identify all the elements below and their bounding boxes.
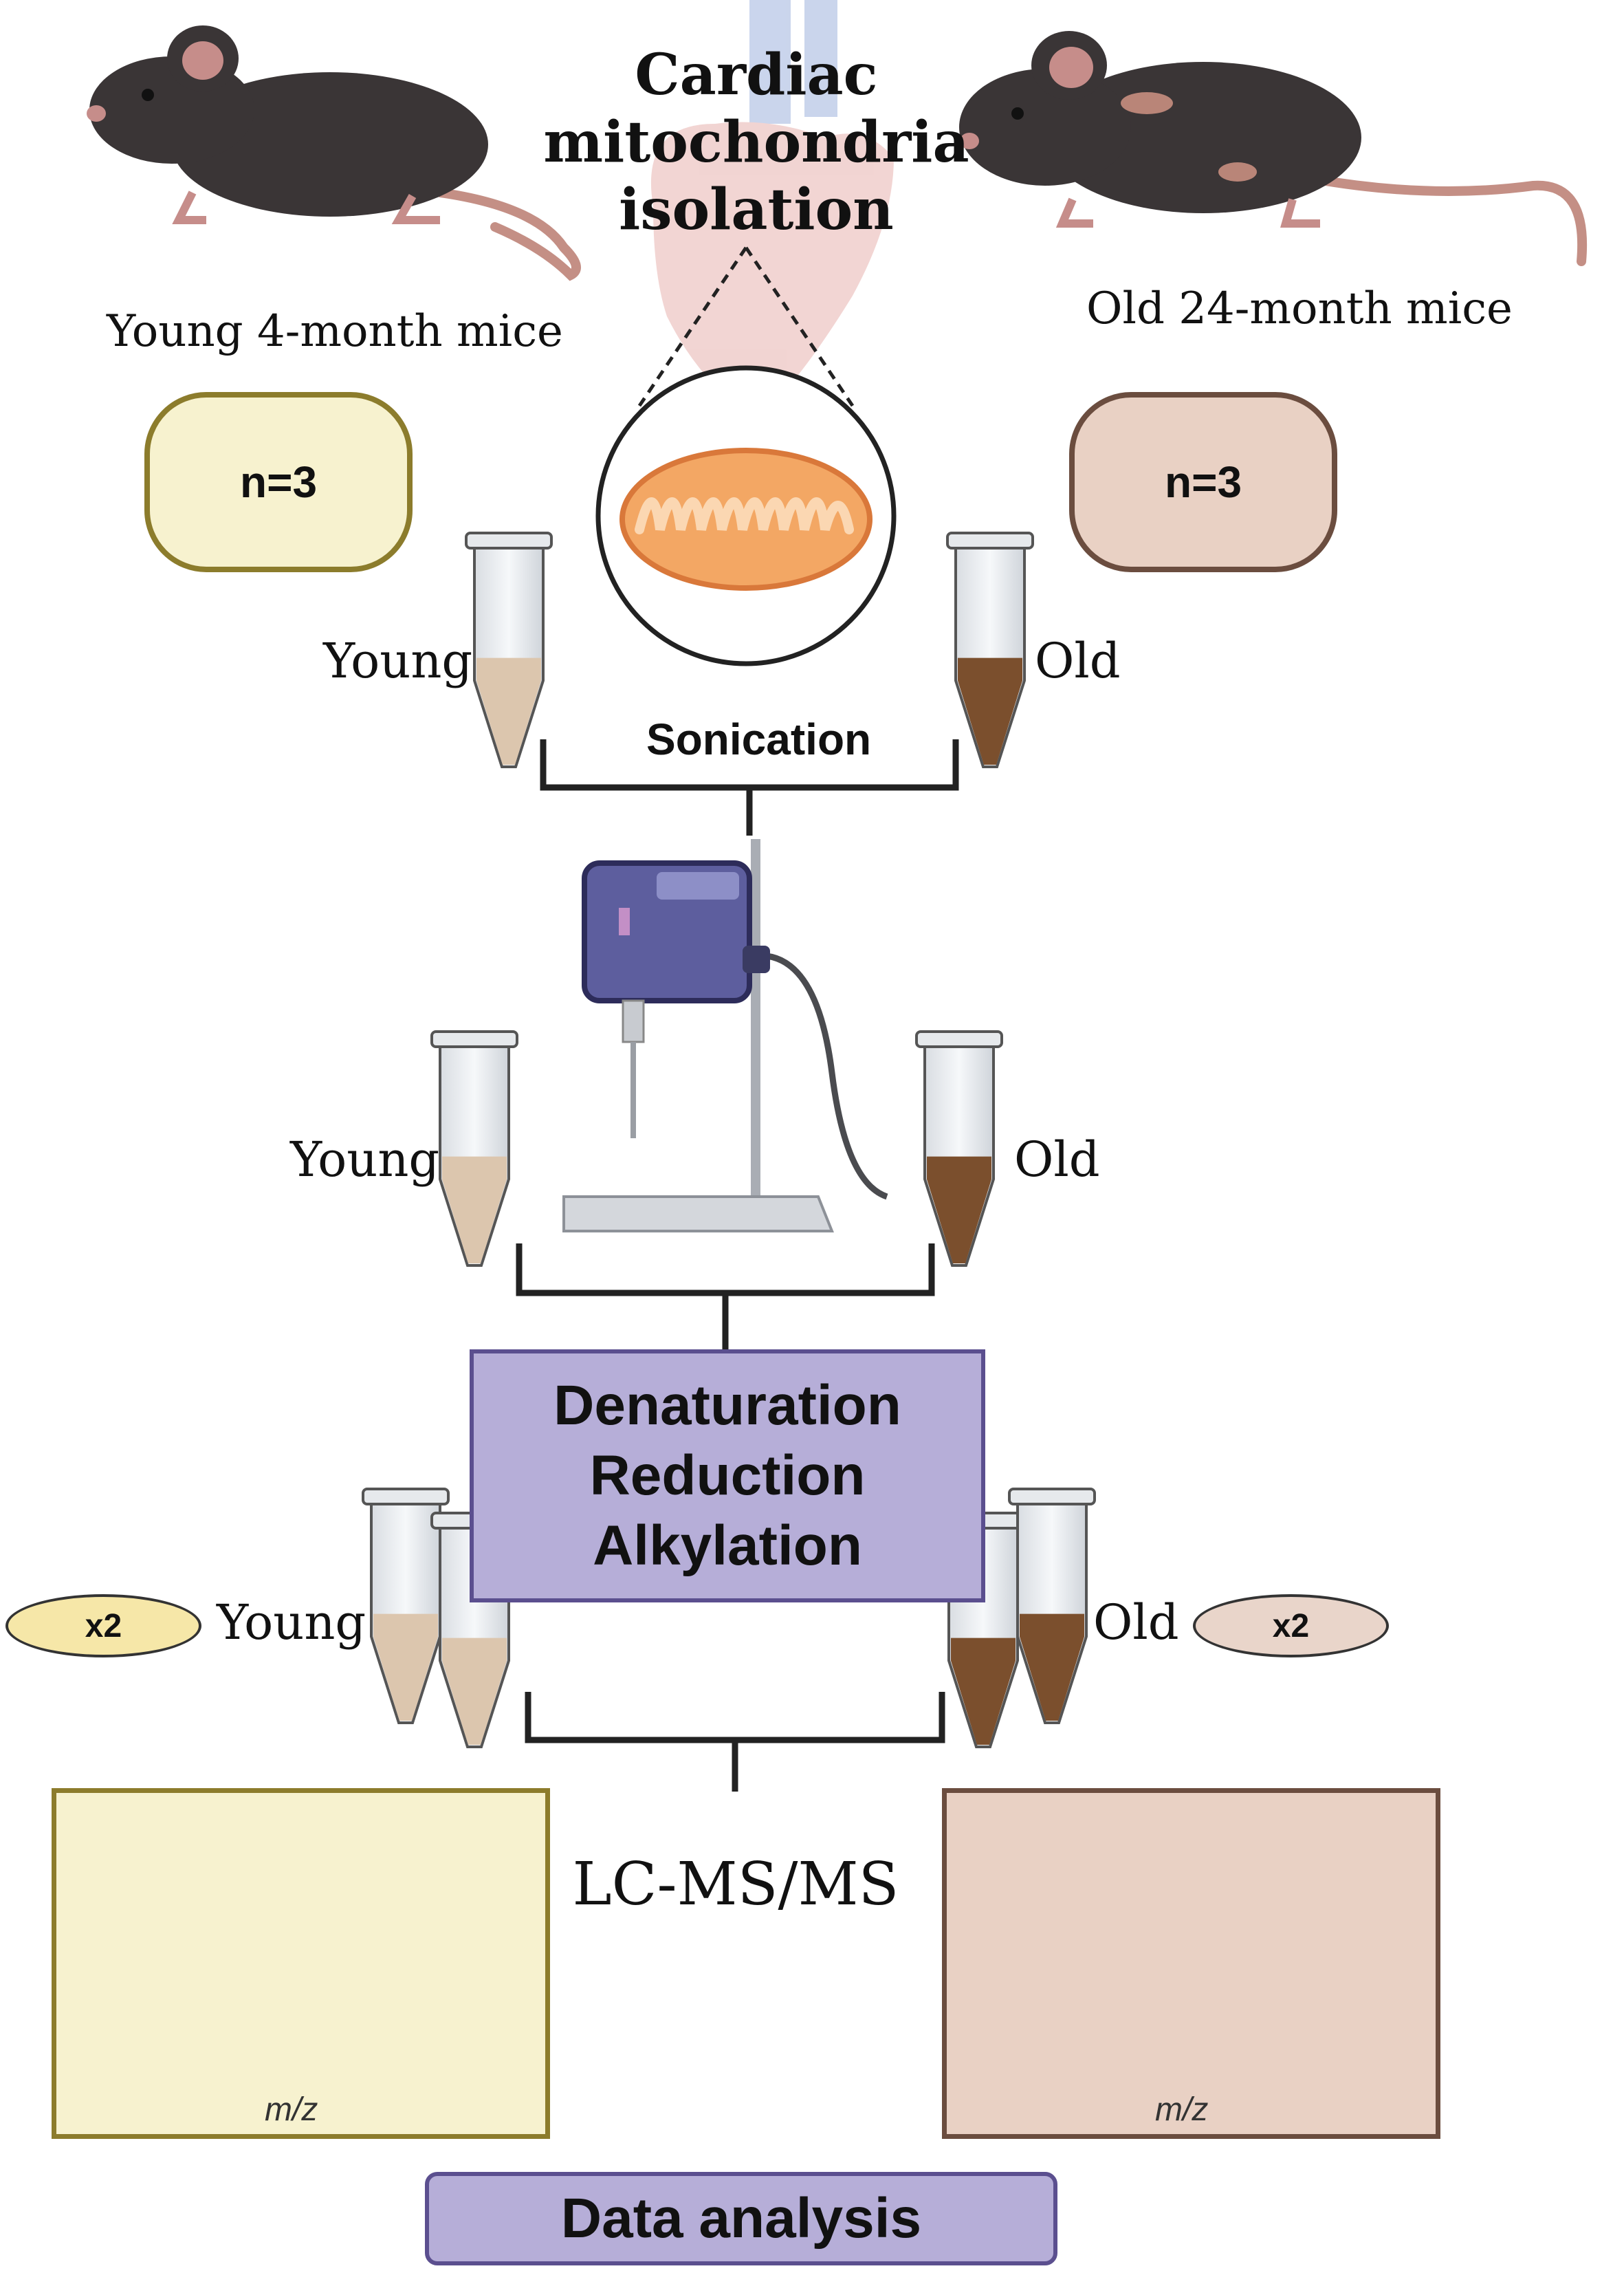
old-replicate-badge: x2 [1193,1594,1389,1657]
young-replicate-tube-a-icon [362,1488,450,1724]
connector-lines [516,739,959,1792]
young-mz-label: m/z [265,2091,318,2128]
step-alkylation: Alkylation [593,1514,862,1577]
young-spectrum-panel [52,1788,550,2139]
old-mz-label: m/z [1155,2091,1209,2128]
old-replicate-label: Old [1093,1594,1179,1651]
processing-box: Denaturation Reduction Alkylation [470,1349,985,1602]
old-tube-icon [946,532,1034,768]
young-tube-label: Young [323,633,473,689]
sonicator-icon [562,839,888,1232]
old-mice-label: Old 24-month mice [1086,283,1513,334]
young-mouse-icon [87,25,581,281]
old-tube-label: Old [1035,633,1121,689]
old-sonicated-label: Old [1014,1131,1100,1188]
young-mice-label: Young 4-month mice [107,306,563,357]
young-replicate-label: Young [217,1594,366,1651]
step-denaturation: Denaturation [553,1374,901,1437]
old-mouse-icon [959,31,1588,266]
mitochondrion-icon [595,246,897,666]
sonication-label: Sonication [646,715,872,764]
data-analysis-box: Data analysis [425,2172,1057,2265]
old-count-box: n=3 [1069,392,1337,572]
lcms-label: LC-MS/MS [572,1850,899,1919]
old-replicate-tube-b-icon [1008,1488,1096,1724]
old-sonicated-tube-icon [915,1030,1003,1267]
young-sonicated-label: Young [290,1131,440,1188]
young-sonicated-tube-icon [430,1030,518,1267]
young-tube-icon [465,532,553,768]
page-title: Cardiac mitochondria isolation [543,42,969,243]
young-replicate-badge: x2 [6,1594,201,1657]
young-count-box: n=3 [144,392,413,572]
old-spectrum-panel [942,1788,1440,2139]
step-reduction: Reduction [589,1444,866,1507]
